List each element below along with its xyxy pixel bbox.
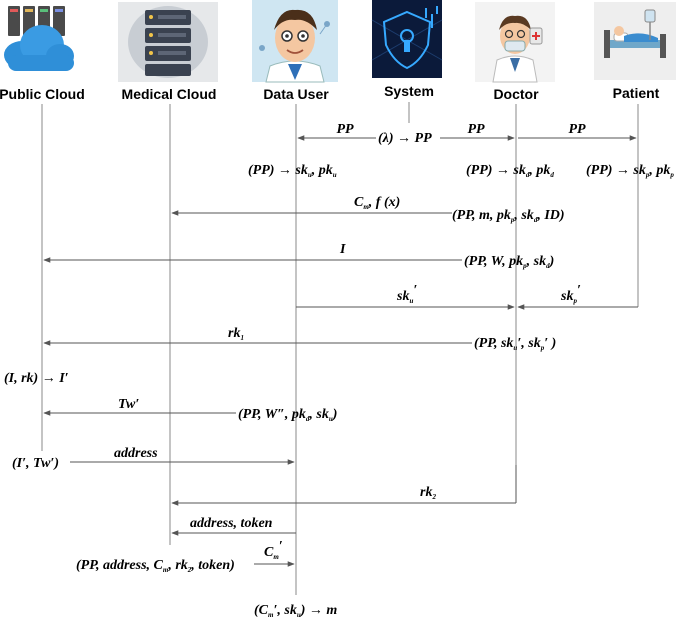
label-rk1: rk1 <box>228 326 244 342</box>
doctor-icon <box>475 2 555 83</box>
label-sku-prime: sku′ <box>396 283 417 305</box>
actor-label-public-cloud: Public Cloud <box>0 86 85 102</box>
scientist-icon <box>252 0 338 83</box>
actor-label-doctor: Doctor <box>493 86 539 102</box>
data-user-trapdoor: (PP, W″, pkd, sku) <box>238 407 337 423</box>
label-pp-patient: PP <box>568 122 586 137</box>
label-address: address <box>114 446 158 461</box>
medical-cloud-reencrypt: (PP, address, Cm, rk2, token) <box>76 558 235 574</box>
keygen-doctor: (PP) → skd, pkd <box>466 163 554 179</box>
security-shield-icon <box>371 0 443 78</box>
label-address-token: address, token <box>190 516 273 531</box>
public-cloud-search: (I′, Tw′) <box>12 456 59 471</box>
setup-lambda-pp: (λ) → PP <box>378 131 432 146</box>
data-user-decrypt: (Cm′, sku) → m <box>254 603 337 619</box>
label-pp-data-user: PP <box>336 122 354 137</box>
label-skp-prime: skp′ <box>560 283 581 305</box>
server-cloud-icon <box>4 6 74 71</box>
actor-label-data-user: Data User <box>263 86 329 102</box>
label-trapdoor: Tw′ <box>118 397 139 412</box>
actor-label-medical-cloud: Medical Cloud <box>122 86 217 102</box>
keygen-data-user: (PP) → sku, pku <box>248 163 337 179</box>
public-cloud-index-update: (I, rk) → I′ <box>4 371 69 386</box>
label-cm-fx: Cm, f (x) <box>354 195 400 211</box>
label-index: I <box>339 242 346 257</box>
hospital-bed-icon <box>594 2 676 80</box>
keygen-patient: (PP) → skp, pkp <box>586 163 674 179</box>
doctor-index: (PP, W, pkp, skd) <box>464 254 554 270</box>
label-rk2: rk2 <box>420 485 436 501</box>
label-pp-doctor: PP <box>467 122 485 137</box>
label-cm-prime: Cm′ <box>264 539 283 561</box>
server-rack-icon <box>118 2 218 82</box>
doctor-encrypt: (PP, m, pkp, skd, ID) <box>452 208 565 224</box>
doctor-rekey: (PP, sku′, skp′ ) <box>474 336 556 352</box>
actor-label-system: System <box>384 83 434 99</box>
actor-label-patient: Patient <box>613 85 660 101</box>
